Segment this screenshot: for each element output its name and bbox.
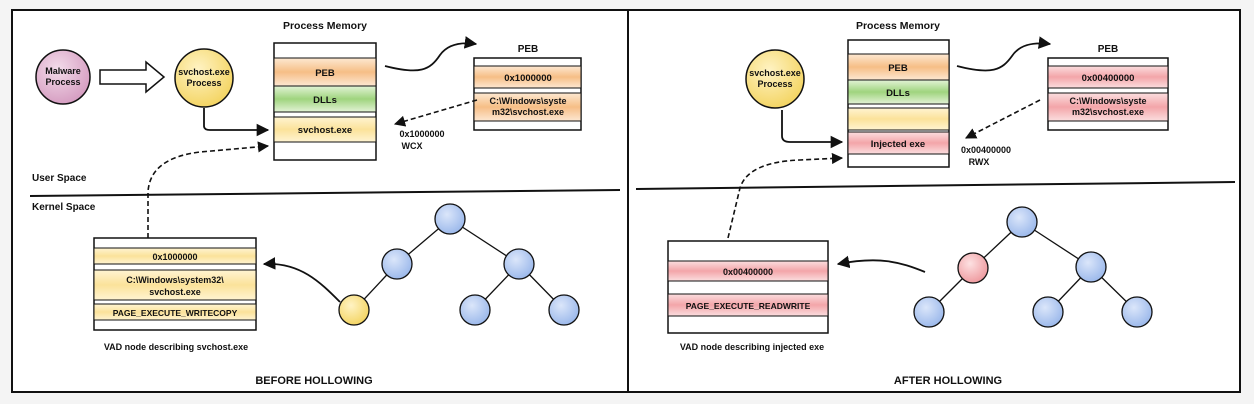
- peb-path-line1: C:\Windows\syste: [1070, 96, 1147, 106]
- image-base-label: 0x1000000: [399, 129, 444, 139]
- vad-prot: PAGE_EXECUTE_WRITECOPY: [113, 308, 238, 318]
- tree-node-injected: [957, 252, 989, 284]
- node-to-vad-arrow: [262, 257, 341, 303]
- svchost-label-line2: Process: [757, 79, 792, 89]
- vad-path-line1: C:\Windows\system32\: [126, 275, 224, 285]
- image-base-label: 0x00400000: [961, 145, 1011, 155]
- memory-injected-region: [847, 131, 950, 155]
- space-boundary-right: [635, 181, 1236, 190]
- svchost-label-line2: Process: [186, 78, 221, 88]
- memory-injected-label: Injected exe: [871, 139, 925, 150]
- node-to-vad-arrow: [836, 255, 926, 273]
- memory-empty-region: [847, 107, 950, 131]
- panel-caption-left: BEFORE HOLLOWING: [255, 375, 372, 387]
- vad-to-memory-arrow: [727, 152, 844, 239]
- peb-addr-row: [473, 65, 582, 89]
- memory-dlls-region: [273, 85, 377, 113]
- peb-to-exe-arrow: [393, 99, 478, 127]
- vad-addr-row: [93, 247, 257, 265]
- malware-process-node: [35, 49, 91, 105]
- vad-addr: 0x1000000: [152, 252, 197, 262]
- process-to-memory-arrow: [203, 108, 270, 137]
- peb-title: PEB: [518, 44, 539, 55]
- memory-peb-region: [273, 57, 377, 87]
- vad-prot: PAGE_EXECUTE_READWRITE: [686, 301, 811, 311]
- peb-title: PEB: [1098, 44, 1119, 55]
- memory-exe-label: svchost.exe: [298, 125, 352, 136]
- memory-dlls-region: [847, 79, 950, 105]
- tree-node-svchost: [338, 294, 370, 326]
- vad-prot-row: [93, 303, 257, 321]
- memory-dlls-label: DLLs: [313, 95, 337, 106]
- process-to-memory-arrow: [781, 110, 844, 149]
- peb-path-row: [1047, 92, 1169, 122]
- tree-node: [434, 203, 466, 235]
- svchost-process-node: [174, 48, 234, 108]
- space-boundary-left: [29, 189, 621, 197]
- tree-node: [381, 248, 413, 280]
- vad-prot-row: [667, 293, 829, 317]
- user-space-label: User Space: [32, 173, 87, 184]
- vad-path-line2: svchost.exe: [149, 287, 201, 297]
- memory-peb-label: PEB: [315, 68, 335, 79]
- memory-title: Process Memory: [856, 20, 940, 32]
- malware-label-line2: Process: [45, 77, 80, 87]
- vad-caption: VAD node describing svchost.exe: [104, 342, 248, 352]
- memory-to-peb-arrow: [956, 36, 1052, 72]
- svchost-label-line1: svchost.exe: [178, 67, 230, 77]
- vad-caption: VAD node describing injected exe: [680, 342, 824, 352]
- protection-label: WCX: [402, 141, 423, 151]
- vad-path-row: [93, 269, 257, 301]
- vad-box: [667, 240, 829, 334]
- tree-node: [459, 294, 491, 326]
- peb-path-line2: m32\svchost.exe: [492, 107, 564, 117]
- tree-node: [1032, 296, 1064, 328]
- tree-node: [1121, 296, 1153, 328]
- malware-label-line1: Malware: [45, 66, 81, 76]
- vad-to-memory-arrow: [147, 141, 270, 238]
- svchost-label-line1: svchost.exe: [749, 68, 801, 78]
- vad-addr-row: [667, 260, 829, 282]
- peb-path-line2: m32\svchost.exe: [1072, 107, 1144, 117]
- memory-to-peb-arrow: [384, 36, 478, 72]
- peb-path-line1: C:\Windows\syste: [490, 96, 567, 106]
- left-panel: Malware Process svchost.exe Process Proc…: [35, 20, 582, 387]
- peb-path-row: [473, 92, 582, 122]
- memory-title: Process Memory: [283, 20, 367, 32]
- tree-node: [1075, 251, 1107, 283]
- peb-to-injected-arrow: [965, 99, 1041, 139]
- svchost-process-node: [745, 49, 805, 109]
- vad-addr: 0x00400000: [723, 267, 773, 277]
- peb-addr-row: [1047, 65, 1169, 89]
- peb-addr: 0x00400000: [1082, 73, 1135, 84]
- right-panel: svchost.exe Process Process Memory PEB D…: [667, 20, 1169, 387]
- memory-peb-label: PEB: [888, 63, 908, 74]
- protection-label: RWX: [969, 157, 990, 167]
- memory-exe-region: [273, 116, 377, 143]
- tree-node: [548, 294, 580, 326]
- panel-caption-right: AFTER HOLLOWING: [894, 375, 1002, 387]
- peb-addr: 0x1000000: [504, 73, 552, 84]
- tree-node: [1006, 206, 1038, 238]
- tree-node: [913, 296, 945, 328]
- spawn-arrow: [99, 60, 166, 94]
- tree-node: [503, 248, 535, 280]
- memory-dlls-label: DLLs: [886, 88, 910, 99]
- kernel-space-label: Kernel Space: [32, 202, 96, 213]
